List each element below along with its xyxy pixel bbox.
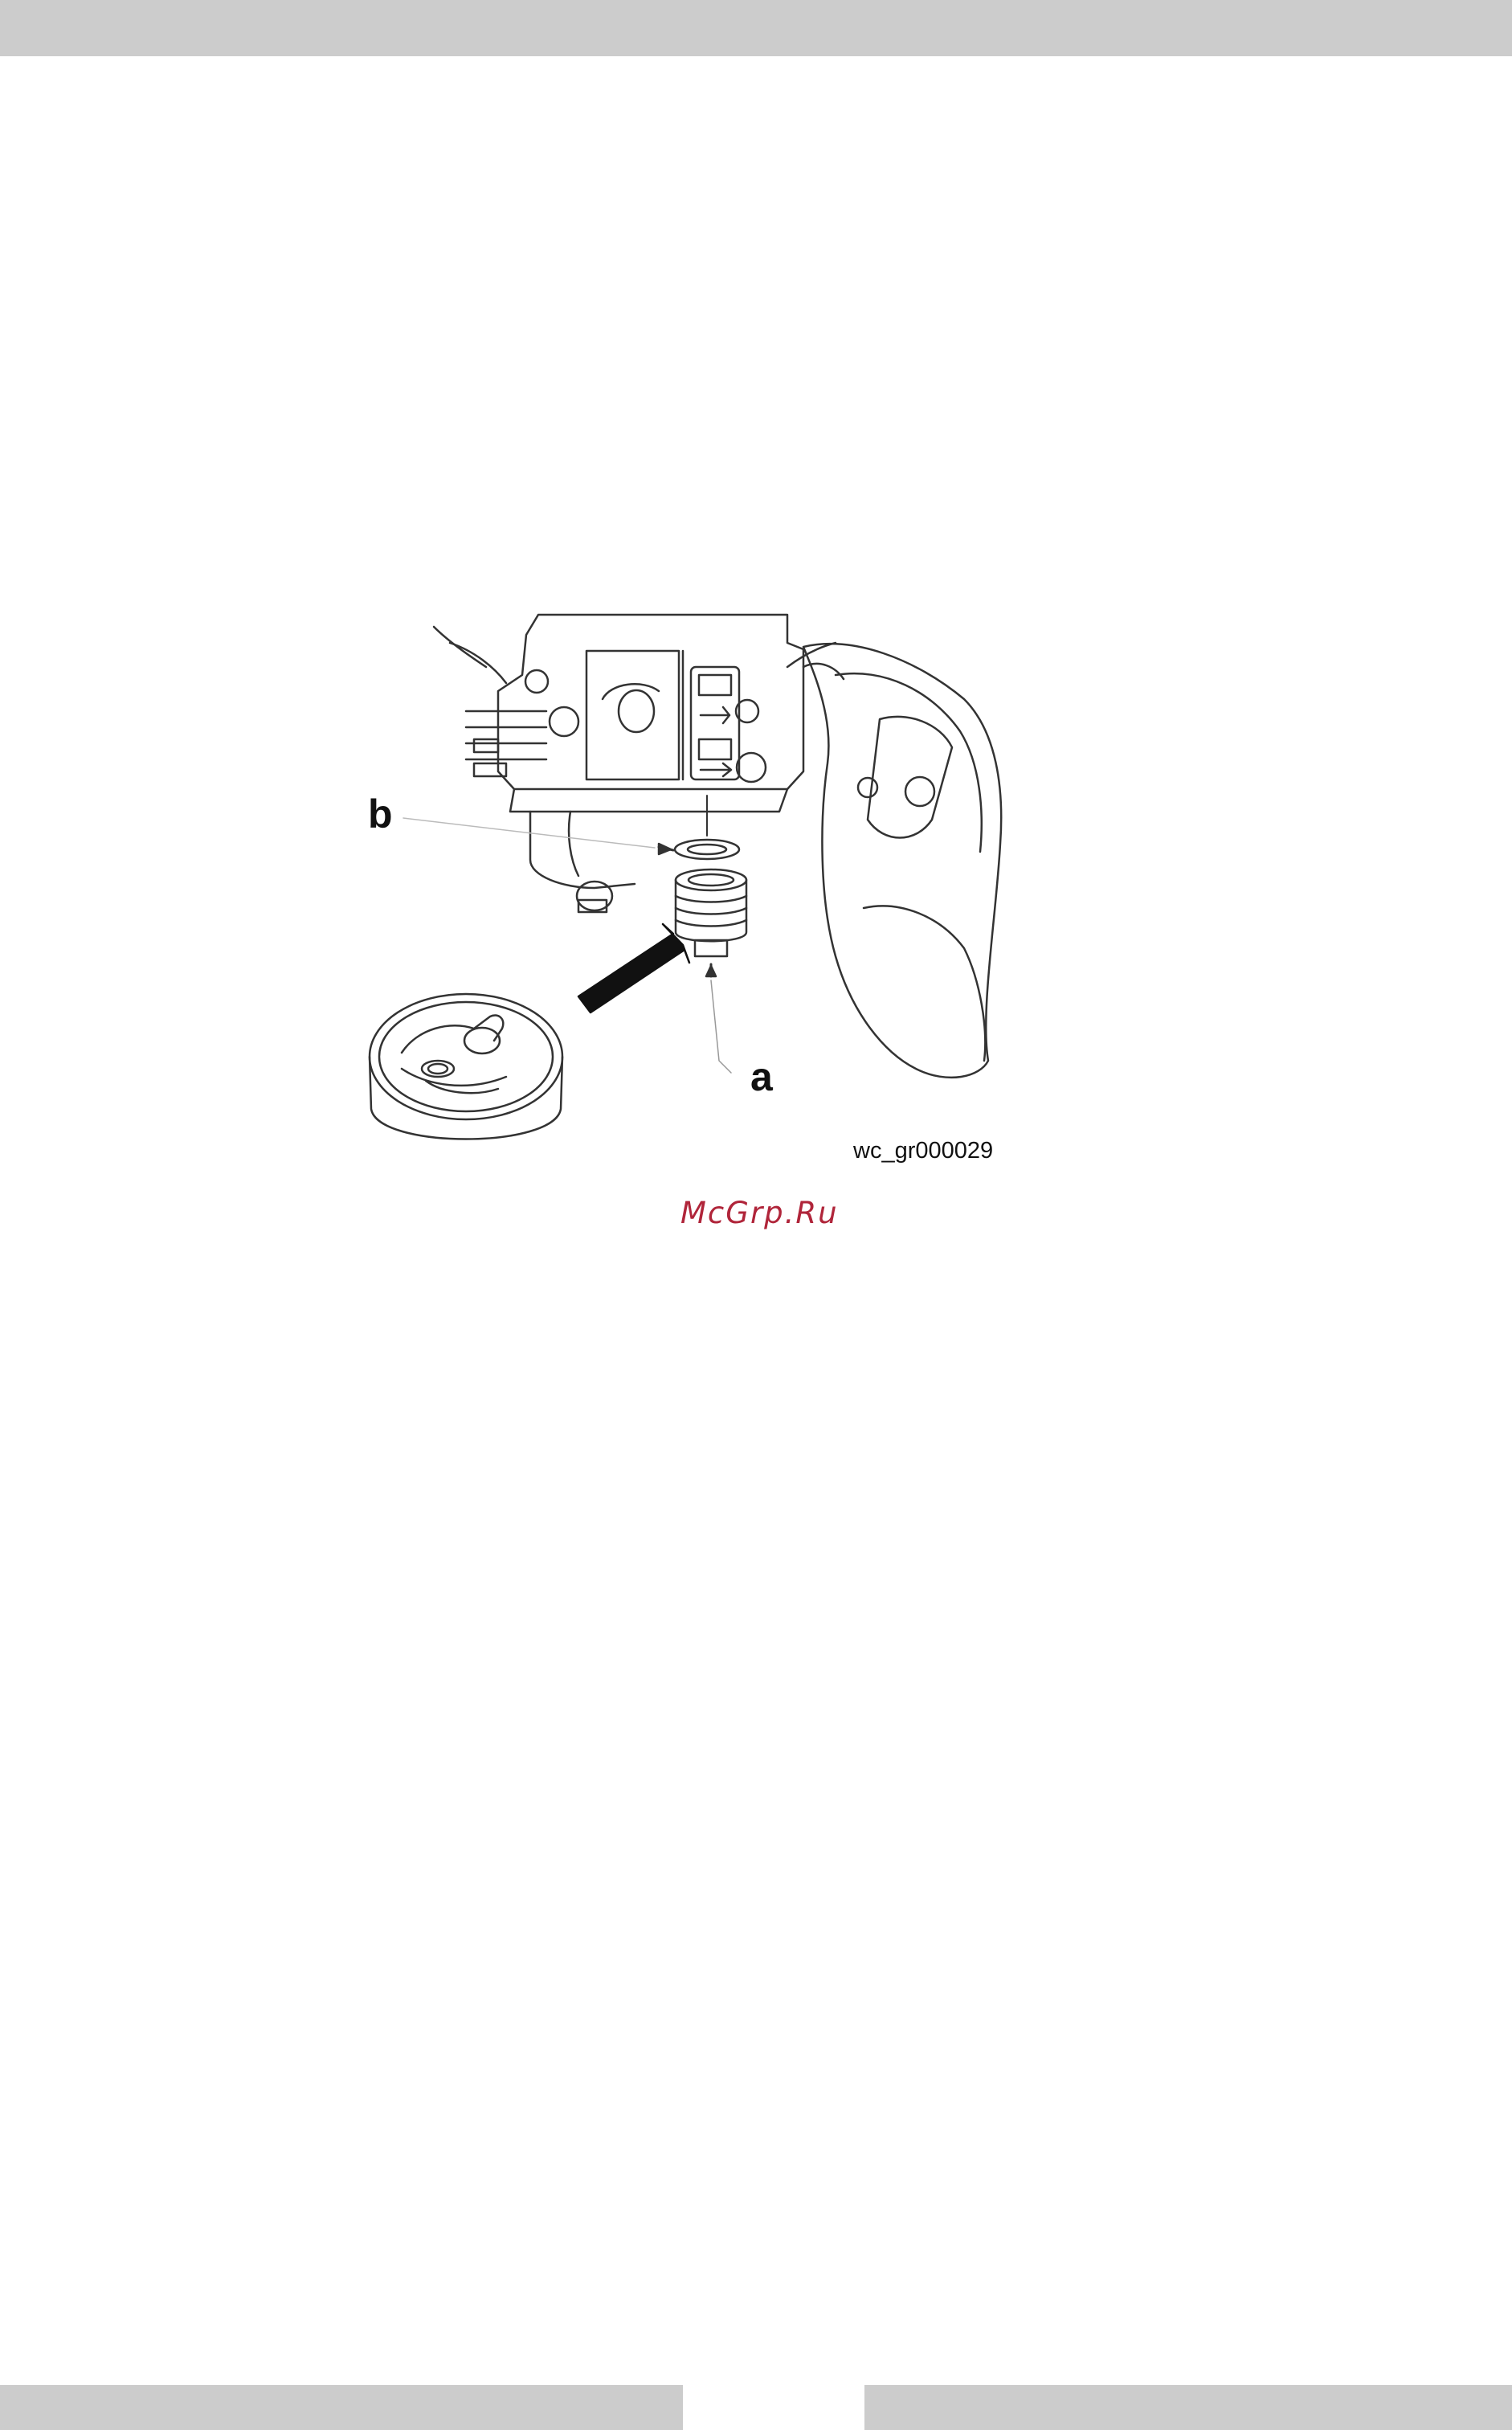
callout-b-label: b bbox=[368, 794, 393, 834]
sediment-cup-a bbox=[676, 796, 746, 1073]
drain-pan bbox=[370, 994, 562, 1139]
figure-id-label: wc_gr000029 bbox=[853, 1138, 993, 1164]
sediment-bowl-housing bbox=[530, 812, 635, 912]
bottom-gray-bar-left bbox=[0, 2385, 683, 2430]
watermark-text: McGrp.Ru bbox=[680, 1196, 839, 1230]
top-gray-bar bbox=[0, 0, 1512, 56]
bottom-gray-bar-right bbox=[864, 2385, 1512, 2430]
callout-a-label: a bbox=[750, 1057, 773, 1097]
arrow-to-pan bbox=[578, 924, 689, 1012]
carburetor-body bbox=[434, 615, 844, 812]
engine-housing bbox=[787, 643, 1001, 1078]
gasket-b bbox=[659, 840, 739, 859]
carburetor-sediment-cup-illustration bbox=[353, 579, 1012, 1173]
leader-line-b bbox=[403, 818, 655, 848]
